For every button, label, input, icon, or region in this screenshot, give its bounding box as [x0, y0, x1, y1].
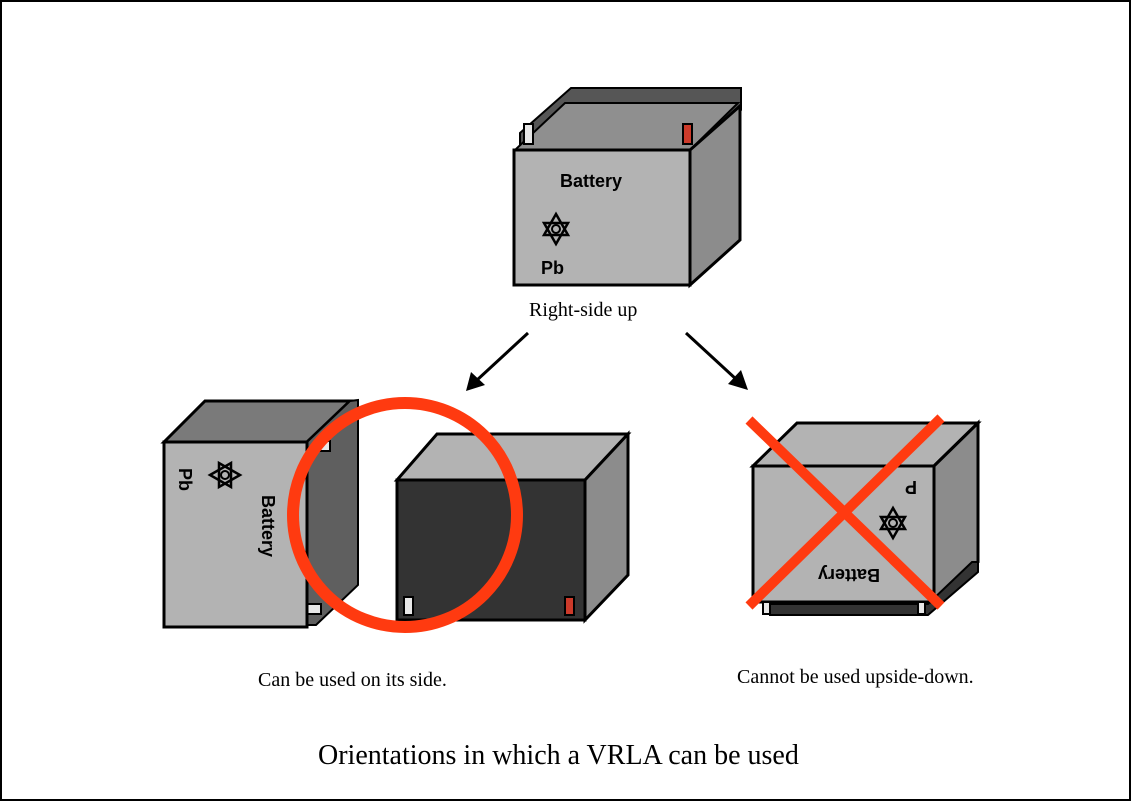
terminal-left [403, 596, 414, 616]
terminal-bottom [306, 603, 322, 615]
ok-circle-mark [287, 397, 523, 633]
terminal-left [762, 601, 771, 615]
lead-label: Pb [541, 258, 564, 278]
battery-on-side-a: Battery Pb [160, 398, 359, 629]
ng-cross-mark [745, 414, 945, 610]
arrow-to-upside-down [684, 331, 748, 390]
lead-label-partial: P [905, 477, 917, 497]
terminal-left [523, 123, 534, 145]
arrow-to-side [466, 331, 530, 391]
battery-label: Battery [818, 565, 880, 585]
battery-label: Battery [258, 495, 278, 557]
battery-upright: Battery Pb [512, 87, 742, 289]
battery-on-side-b [393, 430, 632, 624]
caption-right-side-up: Right-side up [529, 299, 638, 321]
caption-on-its-side: Can be used on its side. [258, 669, 447, 691]
terminal-right [917, 601, 926, 615]
battery-upright-front [512, 148, 692, 287]
terminal-right [682, 123, 693, 145]
battery-label: Battery [560, 171, 622, 191]
terminal-right [564, 596, 575, 616]
caption-upside-down: Cannot be used upside-down. [737, 666, 974, 688]
figure-title: Orientations in which a VRLA can be used [318, 740, 799, 771]
lead-label: Pb [175, 468, 195, 491]
